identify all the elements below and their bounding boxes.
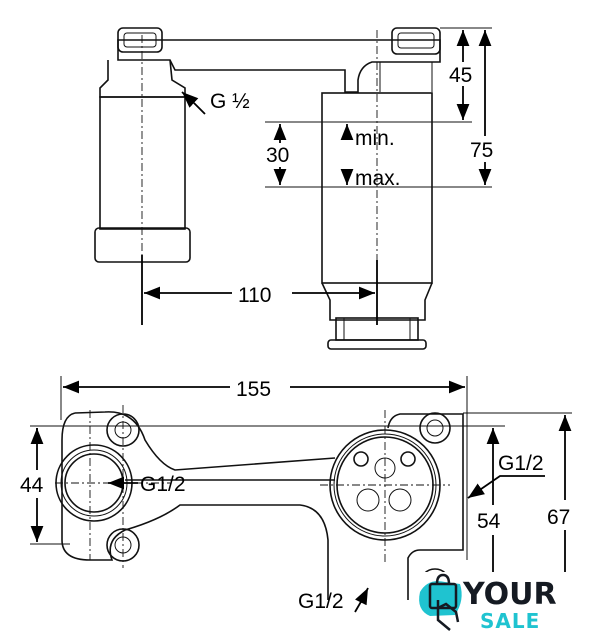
min-label: min.	[355, 127, 395, 150]
side-view: G ½ 45 75 30 min. max. 110	[94, 27, 502, 350]
logo-word-sale: SALE	[480, 609, 540, 633]
dim-45: 45	[449, 64, 472, 87]
dim-30: 30	[266, 144, 289, 167]
left-body	[99, 96, 186, 230]
thread-label-right: G1/2	[498, 452, 544, 475]
dim-44: 44	[20, 474, 44, 497]
thread-label-bottom: G1/2	[298, 590, 344, 613]
thread-label-left: G1/2	[140, 473, 186, 496]
right-base-flange	[327, 339, 427, 350]
max-label: max.	[355, 167, 401, 190]
dim-110: 110	[238, 284, 271, 307]
dim-67: 67	[547, 506, 570, 529]
arm-body	[117, 39, 441, 93]
your-sale-logo: YOUR SALE	[410, 572, 602, 640]
plan-body	[61, 412, 464, 600]
thread-label-side: G ½	[210, 90, 250, 113]
dim-54: 54	[477, 510, 501, 533]
hand-icon	[436, 600, 460, 631]
logo-word-your: YOUR	[462, 577, 557, 612]
dim-75: 75	[470, 139, 493, 162]
right-handle-cap	[391, 27, 441, 55]
plan-view: 155 44	[20, 376, 572, 613]
dim-155: 155	[236, 378, 271, 401]
